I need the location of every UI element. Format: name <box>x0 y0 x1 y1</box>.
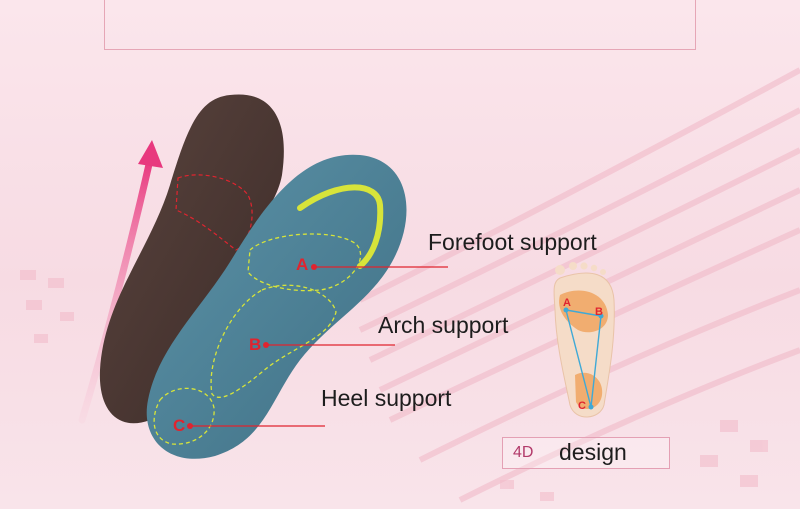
design-badge: 4D design <box>502 437 670 469</box>
foot-marker-a: A <box>563 297 571 309</box>
marker-c: C <box>173 416 186 435</box>
arch-support-label: Arch support <box>378 312 509 338</box>
foot-diagram-icon <box>553 262 615 418</box>
curved-up-arrow-icon <box>78 140 163 424</box>
foot-marker-c: C <box>578 400 586 412</box>
marker-a: A <box>296 255 309 274</box>
heel-support-label: Heel support <box>321 385 452 411</box>
callout-dots <box>187 264 317 429</box>
brown-insole <box>99 94 284 424</box>
callout-lines <box>190 266 448 427</box>
design-prefix: 4D <box>513 444 534 461</box>
foot-marker-b: B <box>595 306 603 318</box>
marker-b: B <box>249 335 262 354</box>
top-frame <box>104 0 696 50</box>
grid-squares-decoration <box>20 270 768 501</box>
design-word: design <box>559 439 627 465</box>
forefoot-support-label: Forefoot support <box>428 229 597 255</box>
blue-insole <box>146 154 407 459</box>
